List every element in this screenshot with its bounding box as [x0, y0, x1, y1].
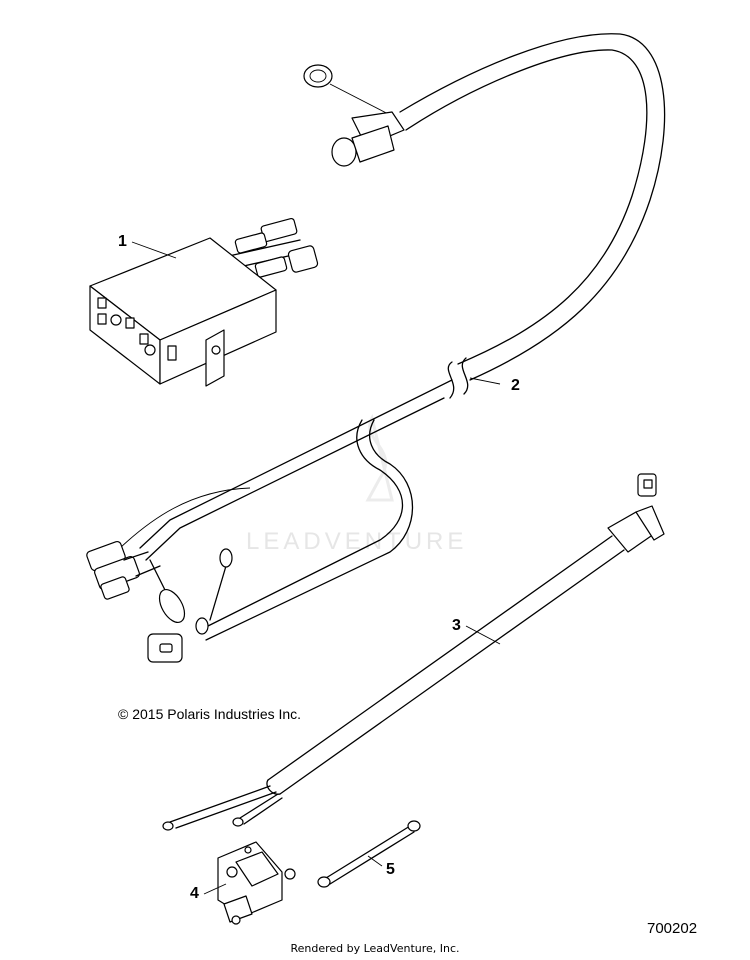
watermark-logo-icon: [365, 413, 394, 502]
harness-secondary-connector[interactable]: [147, 633, 183, 663]
callout-2: 2: [511, 377, 520, 394]
battery-harness-connector[interactable]: [607, 473, 665, 553]
diagram-id: 700202: [647, 920, 698, 937]
render-credit: Rendered by LeadVenture, Inc.: [290, 942, 460, 955]
callout-1: 1: [118, 233, 127, 250]
part-3-battery-harness[interactable]: [162, 473, 665, 831]
copyright-notice: © 2015 Polaris Industries Inc.: [118, 706, 302, 722]
callout-leaders: [131, 241, 501, 895]
callout-4: 4: [190, 885, 199, 902]
part-5-ground-strap[interactable]: [317, 820, 421, 888]
callout-3: 3: [452, 617, 461, 634]
part-4-relay-bracket[interactable]: [217, 841, 296, 925]
harness-top-connector[interactable]: [303, 64, 405, 167]
watermark-text: LEADVENTURE: [246, 528, 468, 555]
callout-5: 5: [386, 861, 395, 878]
harness-front-connector[interactable]: [86, 540, 161, 600]
part-2-main-harness[interactable]: [86, 33, 666, 663]
part-1-control-box[interactable]: [89, 217, 319, 387]
